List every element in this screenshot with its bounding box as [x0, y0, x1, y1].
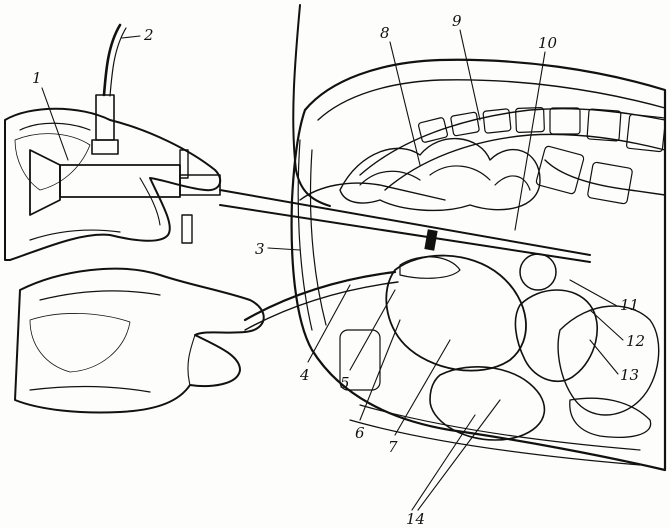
callout-10: 10	[538, 34, 558, 52]
callout-13: 13	[620, 366, 639, 384]
callout-12: 12	[626, 332, 645, 350]
callout-14: 14	[406, 510, 425, 528]
upper-hand	[4, 107, 222, 261]
intestine-loops	[339, 138, 541, 212]
callout-labels: 1 2 3 4 5 6 7 8 9 10 11 12 13 14	[32, 12, 645, 528]
callout-7: 7	[388, 438, 398, 456]
pelvic-section	[290, 58, 667, 472]
callout-5: 5	[340, 374, 350, 392]
pelvic-floor	[339, 305, 660, 466]
vertebra-blocks	[418, 107, 666, 153]
organ-uterus	[514, 253, 598, 383]
callout-3: 3	[255, 240, 265, 258]
organ-rectum	[429, 366, 546, 441]
callout-2: 2	[143, 26, 154, 44]
callout-9: 9	[452, 12, 462, 30]
endoscope	[29, 23, 591, 263]
callout-1: 1	[32, 69, 42, 87]
callout-6: 6	[355, 424, 365, 442]
callout-4: 4	[299, 366, 310, 384]
lower-hand	[14, 267, 265, 414]
leader-lines	[41, 29, 624, 511]
vertebral-column	[359, 107, 666, 205]
callout-8: 8	[380, 24, 390, 42]
probe-instrument	[243, 4, 399, 331]
organ-bladder	[385, 254, 527, 372]
callout-11: 11	[620, 296, 639, 314]
